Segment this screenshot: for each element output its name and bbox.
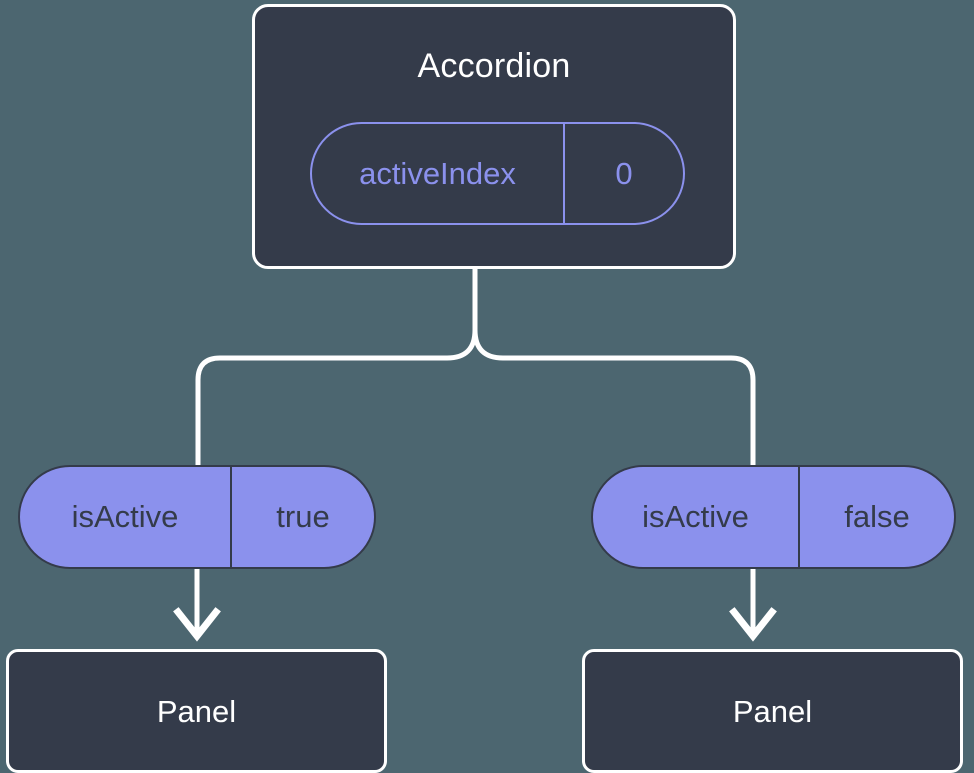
node-accordion[interactable]: Accordion activeIndex 0 xyxy=(252,4,736,269)
edge-root-to-right xyxy=(472,265,756,469)
node-panel-right-label: Panel xyxy=(732,694,813,729)
node-panel-left-label: Panel xyxy=(156,694,237,729)
prop-value-active-index: 0 xyxy=(615,155,633,191)
node-panel-left[interactable]: Panel xyxy=(6,649,387,773)
prop-key-is-active-right: isActive xyxy=(593,467,800,567)
prop-key-is-active-left: isActive xyxy=(20,467,232,567)
node-panel-right[interactable]: Panel xyxy=(582,649,963,773)
prop-pill-active-index[interactable]: activeIndex 0 xyxy=(310,122,685,225)
edge-root-to-left xyxy=(195,265,478,469)
prop-value-is-active-left: true xyxy=(276,499,330,534)
arrow-left-head-icon xyxy=(173,607,221,642)
prop-key-active-index: activeIndex xyxy=(312,124,565,223)
node-accordion-label: Accordion xyxy=(417,47,571,85)
prop-value-is-active-right: false xyxy=(844,499,910,534)
prop-pill-is-active-true[interactable]: isActive true xyxy=(18,465,376,569)
prop-pill-is-active-false[interactable]: isActive false xyxy=(591,465,956,569)
arrow-right-head-icon xyxy=(729,607,777,642)
